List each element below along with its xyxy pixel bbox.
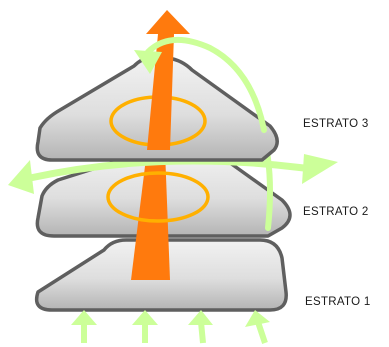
inflow-arrow	[245, 310, 270, 344]
inflow-arrow	[132, 310, 158, 343]
central-arrow-lower	[131, 150, 170, 280]
stratum-3-label: ESTRATO 3	[303, 118, 369, 130]
stratum-2-ring	[106, 171, 210, 223]
stratum-2-label: ESTRATO 2	[303, 206, 369, 218]
central-arrow-head	[146, 10, 190, 34]
stratum-1-label: ESTRATO 1	[305, 296, 371, 308]
inflow-arrow	[188, 310, 213, 344]
inflow-arrow	[71, 310, 97, 343]
middle-circulation-left-arrowhead	[8, 160, 34, 194]
middle-circulation-right-arrowhead	[302, 154, 338, 184]
top-circulation-arrowhead	[134, 50, 162, 74]
top-circulation-arrow	[145, 36, 267, 133]
central-arrow-upper	[147, 34, 174, 150]
